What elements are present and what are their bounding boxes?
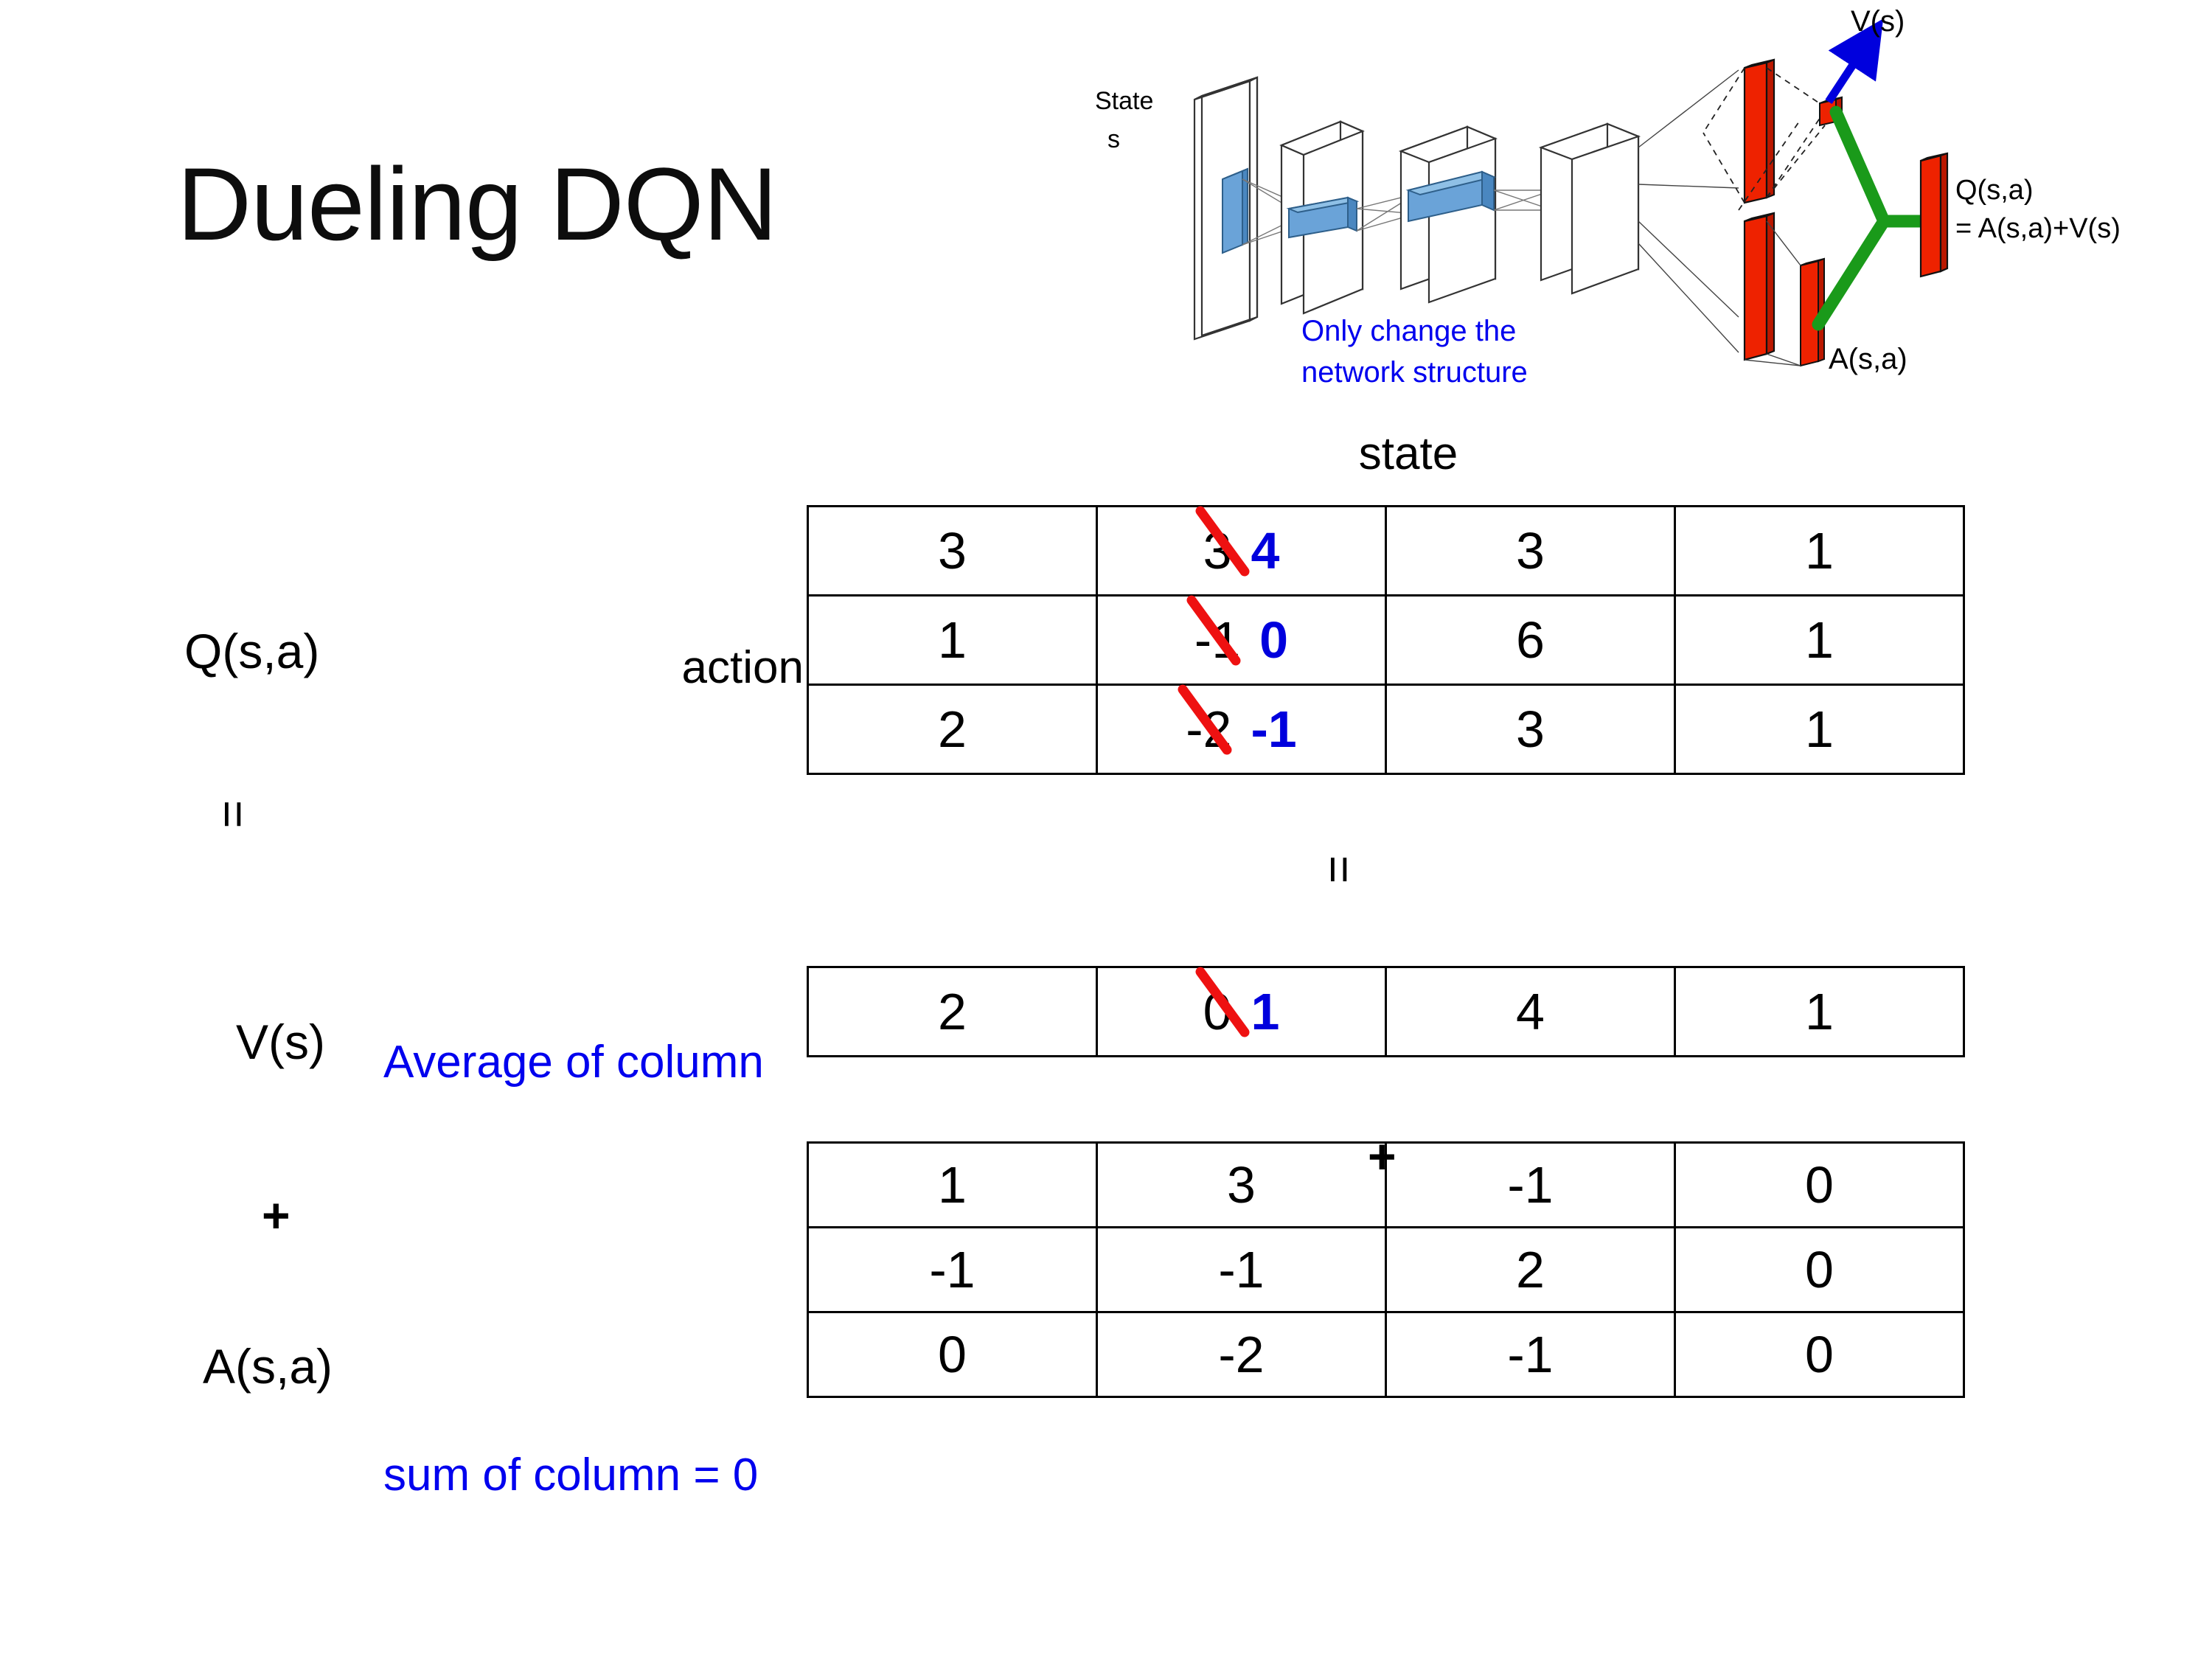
table-cell: -1	[1096, 1226, 1387, 1313]
label-v-function: V(s)	[236, 1015, 325, 1069]
table-cell: 3	[1385, 684, 1676, 775]
new-value: 1	[1251, 983, 1280, 1040]
table-cell: 1	[807, 1141, 1098, 1228]
table-cell: -1	[1385, 1141, 1676, 1228]
diagram-output-label-line2: = A(s,a)+V(s)	[1955, 213, 2121, 244]
new-value: 4	[1251, 522, 1280, 580]
table-cell: 4	[1385, 966, 1676, 1057]
equals-operator-middle: =	[1312, 855, 1367, 887]
diagram-note-line1: Only change the	[1301, 315, 1516, 347]
table-cell: 0	[807, 1311, 1098, 1398]
table-cell: 0	[1674, 1141, 1965, 1228]
table-cell: 1	[1674, 594, 1965, 686]
diagram-advantage-label: A(s,a)	[1829, 343, 1907, 375]
old-value-struck: -2	[1178, 684, 1232, 759]
row-header-action: action	[681, 642, 804, 693]
table-cell: 6	[1385, 594, 1676, 686]
diagram-input-label-line2: s	[1107, 125, 1120, 153]
label-q-function: Q(s,a)	[184, 624, 320, 678]
equals-operator-left: =	[206, 800, 261, 832]
old-value-struck: 0	[1195, 967, 1250, 1041]
table-cell: 1	[1674, 684, 1965, 775]
new-value: 0	[1259, 611, 1289, 669]
strikethrough-icon	[1178, 684, 1232, 755]
table-cell: 0	[1674, 1311, 1965, 1398]
table-cell: -1	[807, 1226, 1098, 1313]
new-value: -1	[1251, 700, 1297, 758]
table-cell: 2	[807, 684, 1098, 775]
table-cell: -1	[1385, 1311, 1676, 1398]
table-cell: 2	[807, 966, 1098, 1057]
table-cell: 3	[807, 505, 1098, 597]
dueling-network-diagram: State s V(s) A(s,a) Q(s,a) = A(s,a)+V(s)…	[1091, 0, 2212, 413]
column-header-state: state	[1358, 428, 1458, 479]
diagram-output-label-line1: Q(s,a)	[1955, 175, 2034, 206]
old-value-struck: -1	[1186, 595, 1241, 669]
strikethrough-icon	[1186, 595, 1241, 666]
table-cell: 3	[1385, 505, 1676, 597]
plus-operator-left: +	[262, 1188, 291, 1242]
table-cell: 1	[807, 594, 1098, 686]
table-cell: 1	[1674, 966, 1965, 1057]
table-cell: -2	[1096, 1311, 1387, 1398]
note-average-of-column: Average of column	[383, 1037, 764, 1088]
diagram-value-label: V(s)	[1851, 5, 1905, 38]
page-title: Dueling DQN	[177, 146, 778, 262]
table-cell: 1	[1674, 505, 1965, 597]
table-cell: 2	[1385, 1226, 1676, 1313]
diagram-input-label-line1: State	[1095, 87, 1153, 115]
table-cell: -2 -1	[1096, 684, 1387, 775]
old-value-struck: 3	[1195, 506, 1250, 580]
label-a-function: A(s,a)	[203, 1339, 333, 1394]
table-cell: 3	[1096, 1141, 1387, 1228]
diagram-note-line2: network structure	[1301, 356, 1528, 389]
table-cell: 0	[1674, 1226, 1965, 1313]
note-sum-of-column: sum of column = 0	[383, 1450, 759, 1500]
table-cell: -1 0	[1096, 594, 1387, 686]
